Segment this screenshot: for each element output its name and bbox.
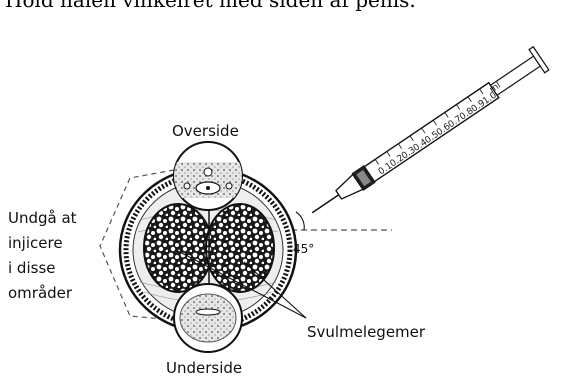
- needle-icon: [312, 195, 339, 213]
- label-top: Overside: [172, 122, 239, 140]
- label-angle: 45°: [293, 242, 314, 256]
- label-avoid: Undgå at injicere i disse områder: [8, 209, 77, 302]
- syringe-scale: 0.1 0.2 0.3 0.4 0.5 0.6 0.7 0.8 0.9 1.0 …: [374, 81, 507, 178]
- avoid-line-1: Undgå at: [8, 209, 77, 227]
- caption-fragment: Hold nålen vinkelret med siden af penis.: [5, 0, 416, 12]
- avoid-line-2: injicere: [8, 234, 63, 252]
- angle-arc: [296, 212, 304, 230]
- label-bottom: Underside: [166, 359, 242, 377]
- label-corpora: Svulmelegemer: [307, 323, 426, 341]
- avoid-line-4: områder: [8, 284, 73, 302]
- avoid-line-3: i disse: [8, 259, 55, 277]
- syringe-icon: 0.1 0.2 0.3 0.4 0.5 0.6 0.7 0.8 0.9 1.0 …: [304, 47, 548, 225]
- penis-cross-section-icon: [120, 142, 296, 352]
